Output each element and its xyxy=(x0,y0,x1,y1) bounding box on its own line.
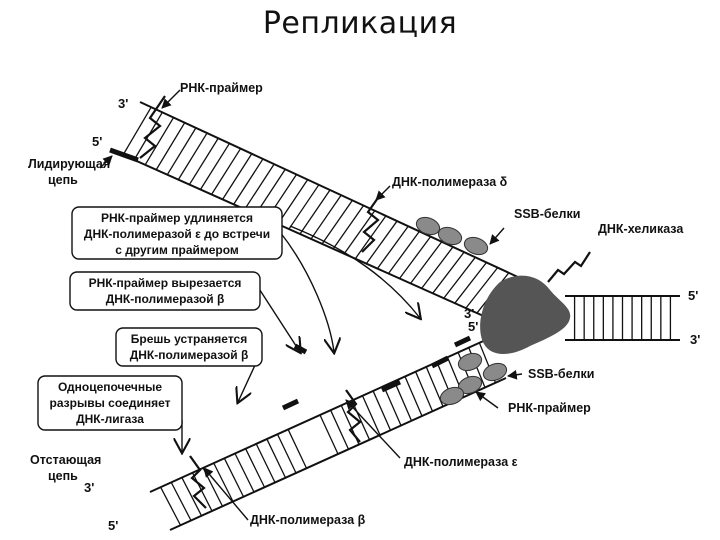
callout-box-3: Брешь устраняется ДНК-полимеразой β xyxy=(115,327,263,367)
svg-text:Брешь устраняется: Брешь устраняется xyxy=(131,332,247,346)
base-pair xyxy=(393,381,413,422)
parental-duplex xyxy=(565,295,680,341)
base-pair xyxy=(223,458,245,498)
base-pair xyxy=(454,262,487,304)
base-pair xyxy=(213,462,234,502)
base-pair xyxy=(288,184,320,230)
base-pair xyxy=(276,433,297,474)
base-pair xyxy=(160,486,182,526)
base-pair xyxy=(383,385,402,426)
base-pair xyxy=(465,267,499,309)
base-pair xyxy=(404,376,423,417)
label-leading-strand: Лидирующая xyxy=(28,157,110,171)
callout-box-1: РНК-праймер удлиняется ДНК-полимеразой ε… xyxy=(71,206,283,260)
label-ssb-bottom: SSB-белки xyxy=(528,367,594,381)
label-leading-strand-2: цепь xyxy=(48,173,78,187)
end-bottom-5: 5' xyxy=(108,518,118,533)
base-pair xyxy=(330,409,350,450)
label-ssb-top: SSB-белки xyxy=(514,207,580,221)
leading-duplex xyxy=(111,101,521,319)
end-right-3: 3' xyxy=(690,332,700,347)
dna-helicase-shape xyxy=(480,275,571,354)
base-pair xyxy=(170,482,192,521)
base-pair xyxy=(310,194,342,240)
base-pair xyxy=(245,448,266,488)
base-pair xyxy=(365,220,398,265)
base-pair xyxy=(155,122,186,171)
base-pair xyxy=(177,132,208,180)
lagging-duplex xyxy=(149,337,507,531)
end-top-5: 5' xyxy=(92,134,102,149)
base-pair xyxy=(332,205,365,250)
base-pair xyxy=(255,443,276,483)
base-pair xyxy=(432,251,465,294)
base-pair xyxy=(319,414,339,455)
label-dna-helicase: ДНК-хеликаза xyxy=(598,222,684,236)
base-pair xyxy=(387,231,420,274)
svg-text:Одноцепочечные: Одноцепочечные xyxy=(58,380,162,394)
pointer-arrows xyxy=(99,89,523,521)
svg-text:разрывы соединяет: разрывы соединяет xyxy=(50,396,171,410)
base-pair xyxy=(166,127,197,176)
label-dna-pol-beta: ДНК-полимераза β xyxy=(250,513,366,527)
end-fork-5: 5' xyxy=(468,319,478,334)
base-pair xyxy=(188,137,219,185)
base-pair xyxy=(144,117,175,166)
ssb-proteins-top xyxy=(415,216,489,256)
base-pair xyxy=(361,395,381,436)
end-bottom-3: 3' xyxy=(84,480,94,495)
base-pair xyxy=(222,153,253,200)
base-pair xyxy=(244,163,275,210)
base-pair xyxy=(234,453,255,493)
leading-primer-bar xyxy=(109,147,139,163)
base-pair xyxy=(210,148,242,195)
base-pair xyxy=(410,241,443,284)
base-pair xyxy=(343,210,376,255)
base-pair xyxy=(376,225,409,269)
end-right-5: 5' xyxy=(688,288,698,303)
svg-text:ДНК-лигаза: ДНК-лигаза xyxy=(76,412,144,426)
svg-text:РНК-праймер удлиняется: РНК-праймер удлиняется xyxy=(101,211,253,225)
callout-box-4: Одноцепочечные разрывы соединяет ДНК-лиг… xyxy=(37,375,183,431)
base-pair xyxy=(277,179,309,225)
label-rna-primer-bottom: РНК-праймер xyxy=(508,401,591,415)
base-pair xyxy=(122,106,152,156)
end-fork-3: 3' xyxy=(464,306,474,321)
base-pair xyxy=(266,438,287,479)
svg-text:ДНК-полимеразой β: ДНК-полимеразой β xyxy=(106,292,225,306)
label-dna-pol-delta: ДНК-полимераза δ xyxy=(392,175,508,189)
svg-text:ДНК-полимеразой β: ДНК-полимеразой β xyxy=(130,348,249,362)
base-pair xyxy=(421,246,454,289)
base-pair xyxy=(415,371,434,412)
svg-text:РНК-праймер вырезается: РНК-праймер вырезается xyxy=(89,276,242,290)
base-pair xyxy=(233,158,264,205)
base-pair xyxy=(372,390,392,431)
svg-text:с другим праймером: с другим праймером xyxy=(115,243,239,257)
label-rna-primer-top: РНК-праймер xyxy=(180,81,263,95)
label-lagging-strand: Отстающая xyxy=(30,453,101,467)
ssb-proteins-bottom xyxy=(439,352,508,406)
svg-text:ДНК-полимеразой ε до встречи: ДНК-полимеразой ε до встречи xyxy=(84,227,270,241)
base-pair xyxy=(399,236,432,279)
base-pair xyxy=(181,477,203,517)
base-pair xyxy=(299,189,331,235)
base-pair xyxy=(443,256,476,299)
base-pair xyxy=(321,199,353,245)
base-pair xyxy=(287,429,308,469)
label-lagging-strand-2: цепь xyxy=(48,469,78,483)
base-pair xyxy=(191,472,213,512)
base-pair xyxy=(199,143,230,190)
end-top-3: 3' xyxy=(118,96,128,111)
label-dna-pol-epsilon: ДНК-полимераза ε xyxy=(404,455,518,469)
callout-box-2: РНК-праймер вырезается ДНК-полимеразой β xyxy=(69,271,261,311)
page-title: Репликация xyxy=(262,6,458,41)
